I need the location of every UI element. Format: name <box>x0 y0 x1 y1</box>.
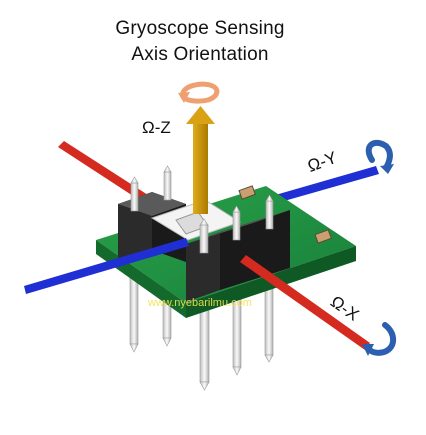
header-pins-top <box>130 165 274 254</box>
diagram-title-line1: Gryoscope Sensing <box>115 18 285 39</box>
y-axis-front <box>24 238 189 294</box>
y-axis-back <box>258 166 379 207</box>
x-rotation-arrow-icon <box>362 322 397 356</box>
watermark-text: www.nyebarilmu.com <box>147 297 252 309</box>
y-rotation-arrow-icon <box>365 139 394 174</box>
diagram-title-line2: Axis Orientation <box>131 44 269 65</box>
x-axis-front <box>240 255 370 350</box>
z-rotation-arrow-icon <box>178 81 220 104</box>
z-axis-arrow <box>186 106 215 214</box>
z-axis-label: Ω-Z <box>142 118 171 137</box>
